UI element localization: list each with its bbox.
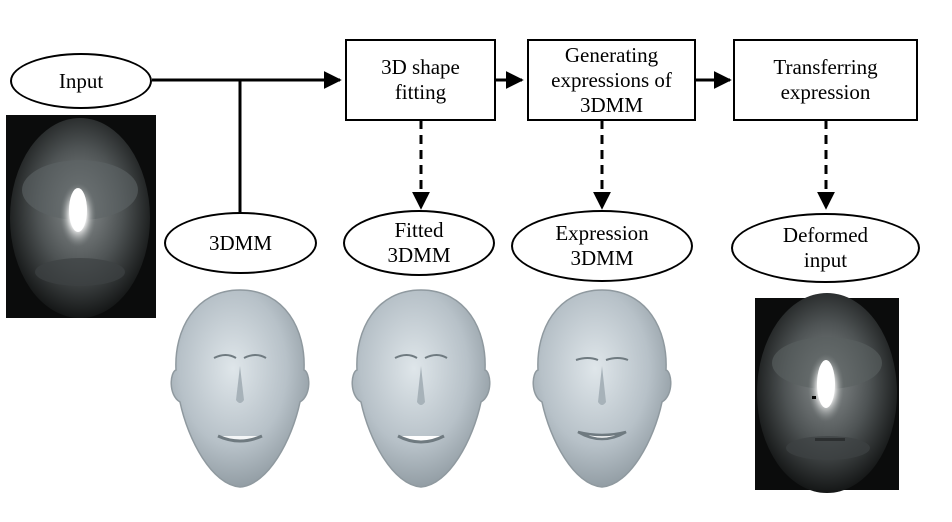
- deformed-depth-image: [755, 293, 899, 493]
- mesh-face-fitted: [351, 289, 491, 488]
- deformed-input-label: Deformed input: [782, 223, 869, 272]
- fitted-3dmm-node: Fitted 3DMM: [343, 210, 495, 276]
- model-3dmm-node: 3DMM: [164, 212, 317, 274]
- model-3dmm-label: 3DMM: [208, 230, 272, 255]
- deformed-input-node: Deformed input: [731, 213, 920, 283]
- transferring-expression-label: Transferring expression: [773, 55, 878, 104]
- input-node: Input: [10, 53, 152, 109]
- generating-expressions-label: Generating expressions of 3DMM: [551, 42, 672, 117]
- shape-fitting-box: 3D shape fitting: [345, 39, 496, 121]
- mesh-face-expression: [532, 289, 672, 488]
- transferring-expression-box: Transferring expression: [733, 39, 918, 121]
- input-label: Input: [58, 68, 104, 93]
- expression-3dmm-node: Expression 3DMM: [511, 210, 693, 282]
- generating-expressions-box: Generating expressions of 3DMM: [527, 39, 696, 121]
- shape-fitting-label: 3D shape fitting: [381, 55, 460, 104]
- expression-3dmm-label: Expression 3DMM: [555, 221, 649, 270]
- mesh-face-3dmm: [170, 289, 310, 488]
- input-depth-image: [6, 115, 156, 318]
- fitted-3dmm-label: Fitted 3DMM: [387, 218, 451, 267]
